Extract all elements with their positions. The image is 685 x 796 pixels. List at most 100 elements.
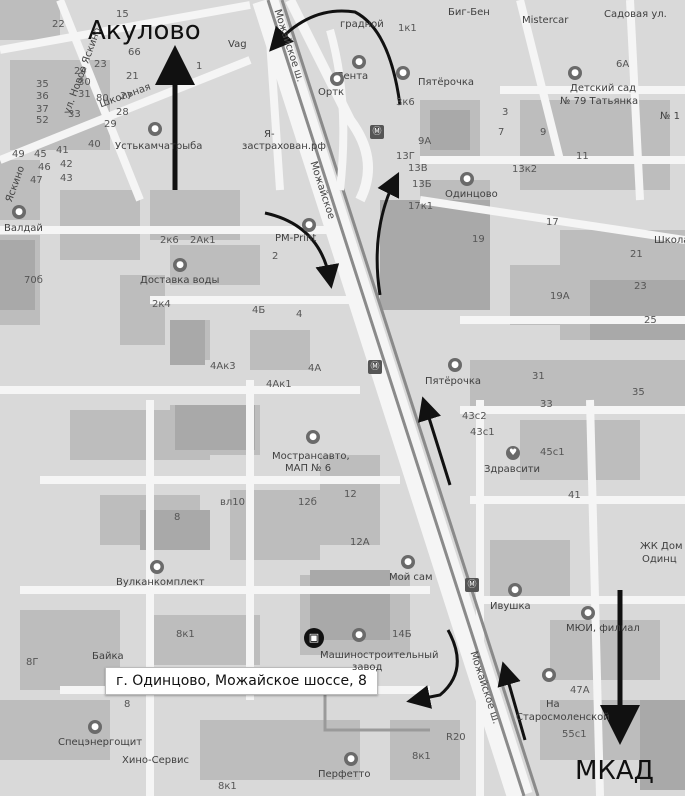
direction-label-north: Акулово [88,16,201,46]
poi-label: МАП № 6 [285,463,332,474]
house-number: 47А [570,685,590,696]
house-number: 4 [296,309,303,320]
house-number: 8 [124,699,131,710]
map-pin-icon[interactable]: ● [581,606,595,620]
map-pin-icon[interactable]: ● [352,55,366,69]
house-number: 19А [550,291,570,302]
house-number: 24 [74,66,87,77]
poi-label: Мой сам [389,572,433,583]
poi-label: Пятёрочка [425,376,482,387]
house-number: 14Б [392,629,412,640]
house-number: 42 [60,159,73,170]
house-number: 17к1 [408,201,434,212]
house-number: 40 [88,139,101,150]
house-number: 37 [36,104,49,115]
map-pin-icon[interactable]: ● [448,358,462,372]
poi-label: ЖК Дом [640,541,683,552]
house-number: 12 [344,489,357,500]
house-number: 6А [616,59,630,70]
metro-icon[interactable]: Ⓜ [370,125,384,139]
house-number: 2к6 [160,235,179,246]
poi-label: застрахован.рф [242,141,326,152]
house-number: 17 [546,217,559,228]
house-number: 47 [30,175,43,186]
map-pin-icon[interactable]: ● [12,205,26,219]
metro-icon[interactable]: Ⓜ [368,360,382,374]
poi-label: Лента [336,71,369,82]
house-number: 45 [34,149,47,160]
house-number: 35 [632,387,645,398]
house-number: 80 [96,93,109,104]
house-number: 8к1 [412,751,431,762]
map-pin-icon[interactable]: ● [344,752,358,766]
map-pin-icon[interactable]: ● [542,668,556,682]
poi-label: На [546,699,560,710]
house-number: 23 [94,59,107,70]
house-number: 19 [472,234,485,245]
house-number: 4А [308,363,322,374]
map-pin-icon[interactable]: ● [508,583,522,597]
house-number: 4Ак3 [210,361,236,372]
house-number: 8к1 [176,629,195,640]
poi-label: Устькамчатрыба [115,141,203,152]
house-number: 2Ак1 [190,235,216,246]
house-number: 52 [36,115,49,126]
map-pin-icon[interactable]: ● [401,555,415,569]
poi-label: Одинцово [445,189,498,200]
map-pin-icon[interactable]: ● [330,72,344,86]
poi-label: PM-Print [275,233,317,244]
house-number: 8к1 [218,781,237,792]
house-number: 15 [116,9,129,20]
house-number: 8 [174,512,181,523]
map-pin-icon[interactable]: ● [148,122,162,136]
poi-label: Мострансавто, [272,451,350,462]
poi-label: Валдай [4,223,43,234]
map-pin-icon[interactable]: ● [302,218,316,232]
poi-label: Хино-Сервис [122,755,189,766]
house-number: 1 [196,61,203,72]
house-number: 21 [126,71,139,82]
poi-label: Детский сад [570,83,637,94]
map-pin-icon[interactable]: ● [460,172,474,186]
house-number: 25 [644,315,657,326]
house-number: 43с2 [462,411,487,422]
poi-label: Пятёрочка [418,77,475,88]
map-pin-icon[interactable]: ● [568,66,582,80]
house-number: 2 [272,251,279,262]
house-number: 45с1 [540,447,565,458]
house-number: вл10 [220,497,246,508]
map-pin-icon[interactable]: ● [306,430,320,444]
poi-label: Старосмоленской [516,712,610,723]
house-number: 9 [540,127,547,138]
poi-label: Ивушка [490,601,531,612]
destination-marker-icon[interactable]: ▣ [304,628,324,648]
house-number: 3к6 [396,97,415,108]
highway [252,0,540,796]
poi-label: Mistercar [522,15,569,26]
metro-icon[interactable]: Ⓜ [465,578,479,592]
poi-label: градной [340,19,384,30]
destination-callout[interactable]: г. Одинцово, Можайское шоссе, 8 [105,667,378,695]
house-number: 13Б [412,179,432,190]
house-number: R20 [446,732,466,743]
map-pin-icon[interactable]: ♥ [506,446,520,460]
house-number: 31 [78,89,91,100]
house-number: 29 [104,119,117,130]
map-pin-icon[interactable]: ● [150,560,164,574]
house-number: 4Ак1 [266,379,292,390]
house-number: 23 [634,281,647,292]
house-number: 21 [630,249,643,260]
map-pin-icon[interactable]: ● [88,720,102,734]
house-number: 55с1 [562,729,587,740]
house-number: 12А [350,537,370,548]
map-pin-icon[interactable]: ● [173,258,187,272]
house-number: 2к4 [152,299,171,310]
house-number: 41 [56,145,69,156]
direction-label-south: МКАД [575,756,654,786]
poi-label: Биг-Бен [448,7,490,18]
map-pin-icon[interactable]: ● [396,66,410,80]
map-pin-icon[interactable]: ● [352,628,366,642]
house-number: 1к1 [398,23,417,34]
